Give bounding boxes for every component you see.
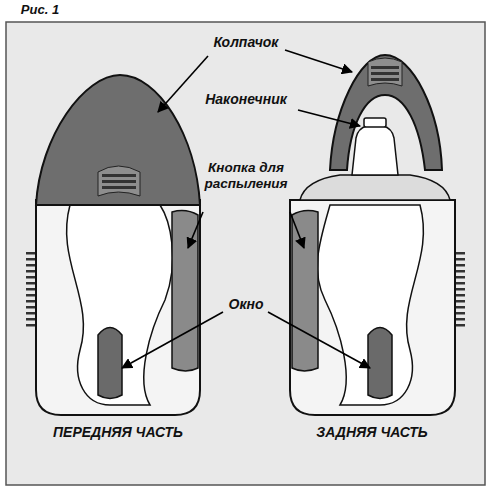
panel: [6, 22, 485, 485]
part-label: Кнопка для распыления: [203, 160, 289, 191]
view-label: ЗАДНЯЯ ЧАСТЬ: [302, 424, 442, 440]
part-label: Колпачок: [191, 34, 301, 50]
part-label: Наконечник: [191, 91, 301, 107]
leader-arrows: [122, 50, 370, 368]
figure-number: Рис. 1: [5, 3, 75, 18]
front-device: [26, 75, 200, 415]
part-label: Окно: [211, 296, 281, 312]
view-label: ПЕРЕДНЯЯ ЧАСТЬ: [48, 424, 188, 440]
back-device: [290, 55, 465, 415]
